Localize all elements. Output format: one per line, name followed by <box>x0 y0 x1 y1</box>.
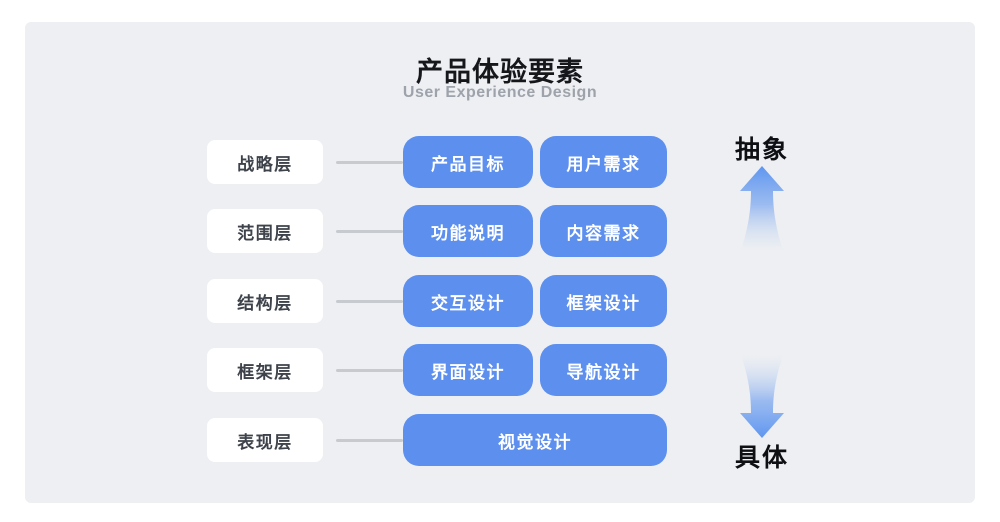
connector-line <box>336 230 403 233</box>
connector-line <box>336 300 403 303</box>
layer-label-structure: 结构层 <box>207 279 323 323</box>
layer-label-strategy: 战略层 <box>207 140 323 184</box>
page-title: 产品体验要素 <box>416 57 584 87</box>
layer-label-skeleton: 框架层 <box>207 348 323 392</box>
node-visual-design: 视觉设计 <box>403 414 667 466</box>
connector-line <box>336 369 403 372</box>
node-navigation-design: 导航设计 <box>540 344 667 396</box>
node-framework-design: 框架设计 <box>540 275 667 327</box>
layer-row-skeleton: 框架层 界面设计 导航设计 <box>0 344 1000 396</box>
node-interface-design: 界面设计 <box>403 344 533 396</box>
layer-row-surface: 表现层 视觉设计 <box>0 414 1000 466</box>
node-functional-specs: 功能说明 <box>403 205 533 257</box>
node-interaction-design: 交互设计 <box>403 275 533 327</box>
node-product-goals: 产品目标 <box>403 136 533 188</box>
arrow-up-icon <box>740 166 784 251</box>
layer-label-surface: 表现层 <box>207 418 323 462</box>
axis-label-concrete: 具体 <box>734 444 789 472</box>
layer-row-scope: 范围层 功能说明 内容需求 <box>0 205 1000 257</box>
layer-row-structure: 结构层 交互设计 框架设计 <box>0 275 1000 327</box>
layer-label-scope: 范围层 <box>207 209 323 253</box>
page-subtitle: User Experience Design <box>402 84 598 101</box>
axis-label-abstract: 抽象 <box>734 136 789 164</box>
connector-line <box>336 439 403 442</box>
connector-line <box>336 161 403 164</box>
arrow-down-icon <box>740 355 784 438</box>
layer-row-strategy: 战略层 产品目标 用户需求 <box>0 136 1000 188</box>
node-user-needs: 用户需求 <box>540 136 667 188</box>
node-content-requirements: 内容需求 <box>540 205 667 257</box>
